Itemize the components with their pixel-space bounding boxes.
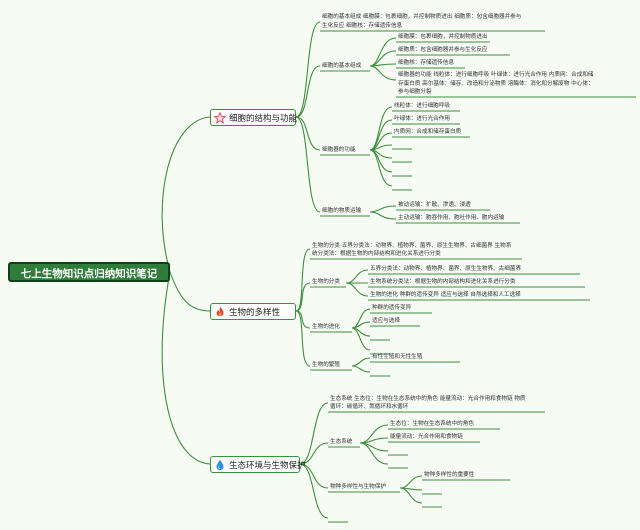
organelle-summary-line-1: 细胞器的功能 线粒体：进行细胞呼吸 叶绿体：进行光合作用 内质网：合成和储 xyxy=(398,72,594,78)
topic-biodiversity-protection[interactable]: 物种多样性与生物保护 xyxy=(330,484,386,490)
leaf-cytoplasm[interactable]: 细胞质：包含细胞器并参与生化反应 xyxy=(398,47,488,53)
topic-cell-basic[interactable]: 细胞的基本组成 xyxy=(322,63,362,69)
eco-summary-line-1: 生态系统 生态位：生物在生态系统中的角色 能量流动：光合作用和食物链 物质 xyxy=(330,396,526,402)
leaf-genetic-variation[interactable]: 种群的遗传变异 xyxy=(372,305,412,311)
leaf-sexual-asexual[interactable]: 有性生殖和无性生殖 xyxy=(372,354,423,360)
branch-ecology[interactable]: 生态环境与生物保护 xyxy=(210,456,306,473)
leaf-active-transport[interactable]: 主动运输：胞吞作用、胞吐作用、胞内运输 xyxy=(398,215,505,221)
leaf-five-kingdoms[interactable]: 五界分类法：动物界、植物界、菌界、原生生物界、古细菌界 xyxy=(370,266,522,272)
leaf-niche[interactable]: 生态位：生物在生态系统中的角色 xyxy=(390,421,474,427)
leaf-energy-flow[interactable]: 能量流动：光合作用和食物链 xyxy=(390,434,463,440)
topic-organelle-function[interactable]: 细胞器的功能 xyxy=(322,147,356,153)
star-icon xyxy=(213,111,227,124)
leaf-membrane[interactable]: 细胞膜：包裹细胞，并控制物质进出 xyxy=(398,34,488,40)
organelle-summary-line-3: 参与细胞分裂 xyxy=(398,89,432,95)
root-topic[interactable]: 七上生物知识点归纳知识笔记 xyxy=(8,262,170,282)
topic-classification[interactable]: 生物的分类 xyxy=(312,279,340,285)
branch-label: 生物的多样性 xyxy=(229,307,281,318)
leaf-mitochondria[interactable]: 线粒体：进行细胞呼吸 xyxy=(394,103,450,109)
branch-biodiversity[interactable]: 生物的多样性 xyxy=(210,303,296,320)
branch-label: 生态环境与生物保护 xyxy=(229,460,306,471)
cell-summary-line-2: 生化反应 细胞核：存储遗传信息 xyxy=(322,23,403,29)
bio-summary-line-1: 生物的分类 五界分类法：动物界、植物界、菌界、原生生物界、古细菌界 生物系 xyxy=(312,243,512,249)
leaf-adaptation[interactable]: 适应与选择 xyxy=(372,318,400,324)
eco-summary-line-2: 循环：碳循环、氮循环和水循环 xyxy=(330,404,409,410)
leaf-evolution-summary[interactable]: 生物的进化 种群的遗传变异 适应与选择 自然选择和人工选择 xyxy=(370,292,521,298)
leaf-species-diversity[interactable]: 物种多样性的重要性 xyxy=(424,472,475,478)
cell-summary-line-1: 细胞的基本组成 细胞膜：包裹细胞，并控制物质进出 细胞质：包含细胞器并参与 xyxy=(322,14,522,20)
organelle-summary-line-2: 存蛋白质 高尔基体：储存、改造和分泌物质 溶酶体：消化和分解废物 中心体： xyxy=(398,81,594,87)
water-drop-icon xyxy=(214,459,226,471)
leaf-nucleus[interactable]: 细胞核：存储遗传信息 xyxy=(398,60,454,66)
bio-summary-line-2: 统分类法：根据生物的内部结构和进化关系进行分类 xyxy=(312,251,441,257)
leaf-er[interactable]: 内质网：合成和储存蛋白质 xyxy=(394,129,462,135)
leaf-system-classification[interactable]: 生物系统分类法：根据生物的内部结构和进化关系进行分类 xyxy=(370,279,516,285)
topic-evolution[interactable]: 生物的进化 xyxy=(312,324,340,330)
topic-reproduction[interactable]: 生物的繁殖 xyxy=(312,362,340,368)
branch-label: 细胞的结构与功能 xyxy=(229,113,298,124)
topic-ecosystem[interactable]: 生态系统 xyxy=(330,439,353,445)
branch-cell-structure[interactable]: 细胞的结构与功能 xyxy=(210,109,298,126)
topic-transport[interactable]: 细胞的物质运输 xyxy=(322,208,362,214)
leaf-passive-transport[interactable]: 被动运输：扩散、渗透、浸透 xyxy=(398,202,471,208)
flame-icon xyxy=(214,306,226,318)
leaf-chloroplast[interactable]: 叶绿体：进行光合作用 xyxy=(394,116,450,122)
